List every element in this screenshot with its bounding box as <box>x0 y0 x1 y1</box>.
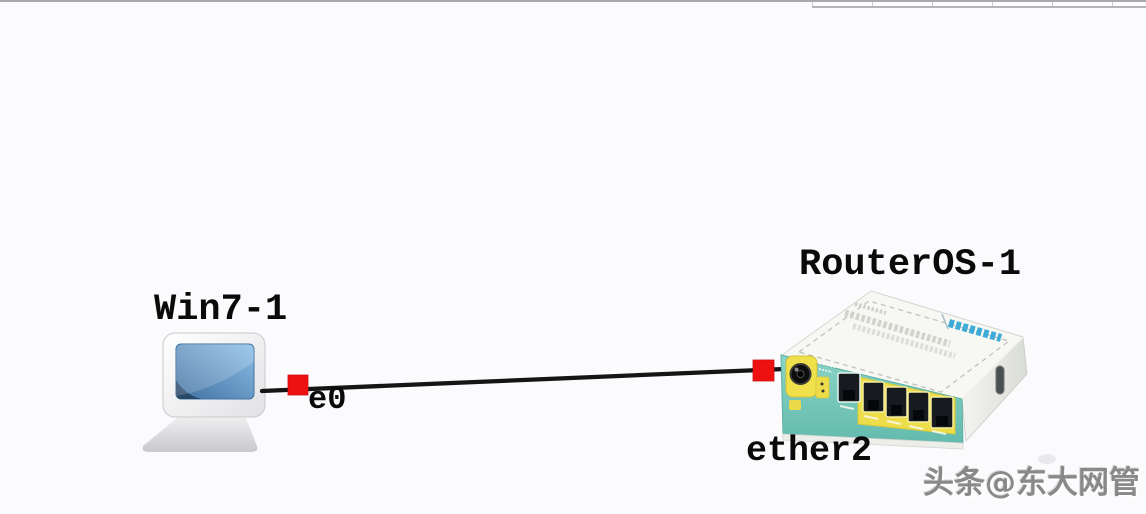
screen <box>175 343 255 400</box>
power-jack <box>785 355 818 410</box>
stray-shadow-dot <box>1038 454 1056 464</box>
cropped-window-edge <box>0 0 1146 2</box>
watermark-text: 头条@东大网管 <box>923 465 1140 501</box>
side-slot <box>995 365 1005 395</box>
link-line[interactable] <box>259 366 787 394</box>
port-number-marks <box>839 405 947 435</box>
link-connector-pc <box>287 374 309 396</box>
brand-label <box>947 319 1003 342</box>
pc-node[interactable] <box>142 332 266 452</box>
router-bottom-lip <box>782 433 964 450</box>
router-node[interactable] <box>780 290 1028 450</box>
spec-tag <box>815 376 830 399</box>
port-label-ether2: ether2 <box>746 431 873 471</box>
ethernet-ports <box>837 372 954 429</box>
port-label-e0: e0 <box>308 381 347 418</box>
screen-corner-shade <box>176 380 201 399</box>
screen-sheen <box>176 344 254 396</box>
brand-label-divider <box>941 313 949 330</box>
embossed-text-marks <box>844 302 956 359</box>
cropped-table-edge <box>812 2 1146 8</box>
front-logo-marks <box>818 361 836 373</box>
top-face-dashed-border <box>797 300 1011 393</box>
edge-highlight <box>961 336 1024 400</box>
link-connector-router <box>752 359 775 382</box>
node-label-router: RouterOS-1 <box>799 244 1022 286</box>
monitor-base <box>142 413 258 452</box>
node-label-pc: Win7-1 <box>154 289 288 331</box>
